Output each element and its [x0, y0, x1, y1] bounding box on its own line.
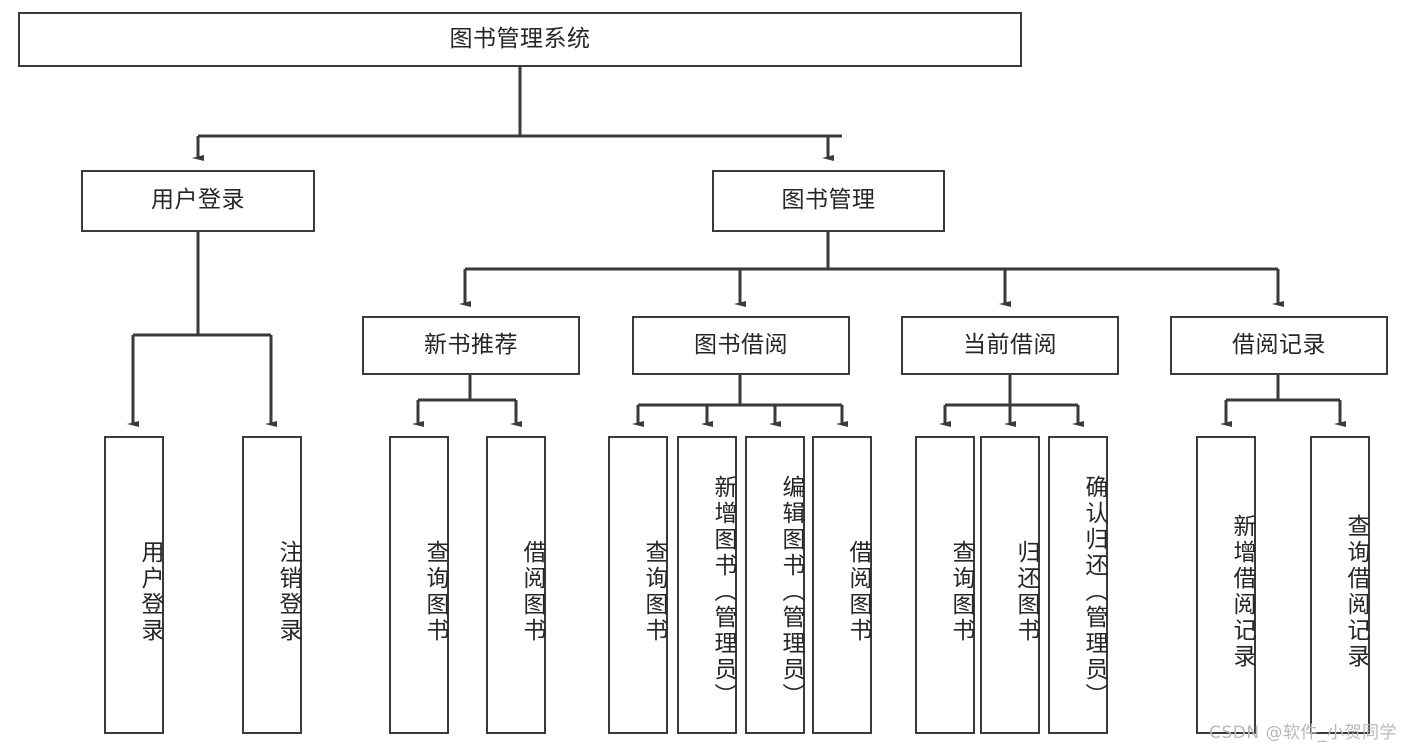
- node-new-book-recommend[interactable]: 新书推荐: [362, 316, 580, 375]
- node-book-borrow[interactable]: 图书借阅: [632, 316, 850, 375]
- node-new-book-recommend-label: 新书推荐: [424, 331, 518, 358]
- leaf-new-book-borrow[interactable]: 借阅图书: [486, 436, 546, 734]
- node-user-login[interactable]: 用户登录: [81, 170, 315, 232]
- leaf-label: 用户登录: [137, 540, 163, 644]
- leaf-book-borrow-borrow[interactable]: 借阅图书: [812, 436, 872, 734]
- leaf-user-login-login[interactable]: 用户登录: [104, 436, 164, 734]
- leaf-label: 查询图书: [641, 540, 667, 644]
- node-root-label: 图书管理系统: [449, 25, 591, 52]
- leaf-label: 新增借阅记录: [1229, 514, 1255, 670]
- leaf-label: 借阅图书: [845, 540, 871, 644]
- leaf-label: 查询图书: [948, 540, 974, 644]
- node-borrow-record-label: 借阅记录: [1232, 331, 1326, 358]
- leaf-borrow-record-query[interactable]: 查询借阅记录: [1310, 436, 1370, 734]
- leaf-label: 借阅图书: [519, 540, 545, 644]
- leaf-label: 查询借阅记录: [1343, 514, 1369, 670]
- leaf-current-borrow-confirm[interactable]: 确认归还（管理员）: [1048, 436, 1108, 734]
- leaf-current-borrow-query[interactable]: 查询图书: [915, 436, 975, 734]
- leaf-borrow-record-add[interactable]: 新增借阅记录: [1196, 436, 1256, 734]
- node-borrow-record[interactable]: 借阅记录: [1170, 316, 1388, 375]
- leaf-new-book-query[interactable]: 查询图书: [389, 436, 449, 734]
- node-book-management-label: 图书管理: [781, 187, 876, 214]
- node-book-borrow-label: 图书借阅: [694, 331, 788, 358]
- watermark: CSDN @软件_小贺同学: [1209, 723, 1397, 743]
- leaf-label: 归还图书: [1013, 540, 1039, 644]
- leaf-label: 新增图书（管理员）: [710, 475, 736, 709]
- node-root[interactable]: 图书管理系统: [18, 12, 1022, 67]
- node-user-login-label: 用户登录: [151, 187, 245, 214]
- leaf-user-login-logout[interactable]: 注销登录: [242, 436, 302, 734]
- leaf-book-borrow-add[interactable]: 新增图书（管理员）: [677, 436, 737, 734]
- leaf-label: 注销登录: [275, 540, 301, 644]
- leaf-label: 编辑图书（管理员）: [778, 475, 804, 709]
- leaf-current-borrow-return[interactable]: 归还图书: [980, 436, 1040, 734]
- node-current-borrow[interactable]: 当前借阅: [901, 316, 1119, 375]
- leaf-book-borrow-edit[interactable]: 编辑图书（管理员）: [745, 436, 805, 734]
- leaf-book-borrow-query[interactable]: 查询图书: [608, 436, 668, 734]
- node-book-management[interactable]: 图书管理: [712, 170, 945, 232]
- leaf-label: 确认归还（管理员）: [1081, 475, 1107, 709]
- leaf-label: 查询图书: [422, 540, 448, 644]
- node-current-borrow-label: 当前借阅: [963, 331, 1057, 358]
